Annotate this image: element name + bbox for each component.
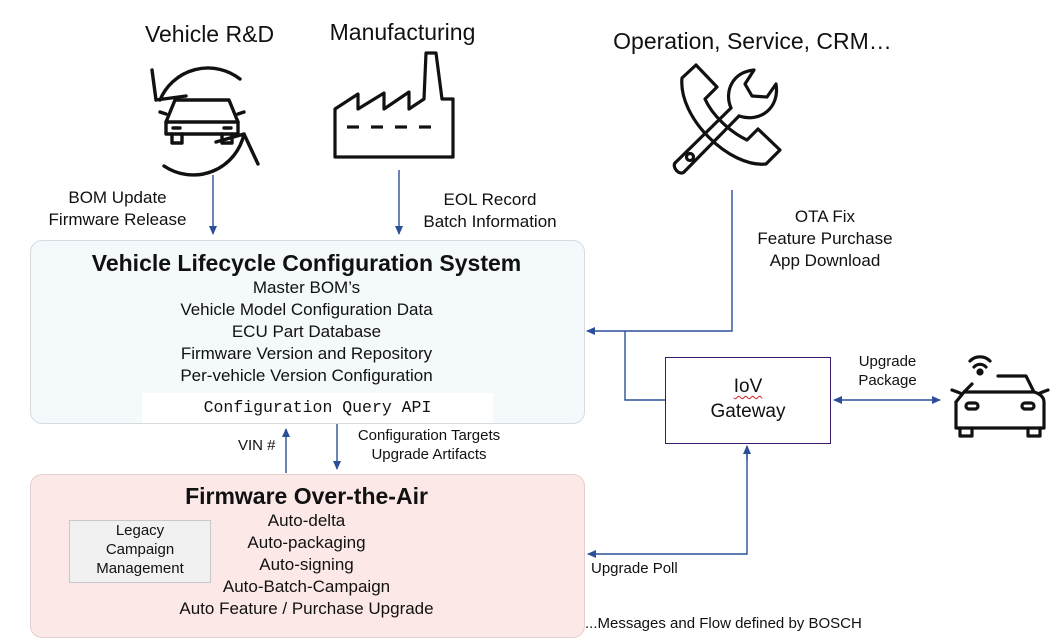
fota-item: Auto-signing: [259, 555, 354, 574]
fota-item: Auto Feature / Purchase Upgrade: [179, 599, 434, 618]
link-line: Upgrade: [858, 353, 917, 370]
vlcs-content: Vehicle Lifecycle Configuration System M…: [30, 250, 583, 387]
link-line: Upgrade Artifacts: [371, 446, 487, 463]
vlcs-item: ECU Part Database: [231, 322, 382, 341]
flow-line: App Download: [769, 251, 881, 270]
legacy-line: Campaign: [105, 541, 175, 558]
config-targets-label: Configuration Targets Upgrade Artifacts: [345, 426, 513, 464]
flow-line: EOL Record: [443, 190, 537, 209]
upgrade-poll-arrow: [587, 446, 748, 558]
link-line: Configuration Targets: [357, 427, 501, 444]
manufacturing-flow-label: EOL Record Batch Information: [410, 189, 570, 233]
connected-car-icon: [950, 355, 1050, 438]
legacy-campaign-box: Legacy Campaign Management: [69, 520, 211, 583]
configuration-query-api: Configuration Query API: [142, 393, 493, 423]
car-cycle-icon: [150, 66, 260, 177]
iov-gateway-box: IoV Gateway: [665, 357, 831, 444]
manufacturing-title: Manufacturing: [329, 19, 476, 45]
phone-wrench-icon: [672, 63, 782, 175]
fota-title: Firmware Over-the-Air: [185, 483, 428, 509]
rnd-title: Vehicle R&D: [144, 21, 275, 47]
operation-title: Operation, Service, CRM…: [613, 28, 892, 54]
legacy-line: Legacy: [115, 522, 165, 539]
upgrade-package-label: Upgrade Package: [840, 352, 935, 390]
fota-content: Firmware Over-the-Air Auto-delta Auto-pa…: [30, 483, 583, 620]
vin-label: VIN #: [238, 437, 276, 454]
factory-icon: [333, 51, 455, 159]
gateway-to-vlcs-link: [624, 331, 665, 401]
legacy-line: Management: [96, 560, 184, 577]
vlcs-item: Master BOM’s: [252, 278, 361, 297]
link-line: Package: [858, 372, 917, 389]
operation-flow-label: OTA Fix Feature Purchase App Download: [735, 206, 915, 272]
iov-line: Gateway: [710, 401, 786, 422]
flow-line: OTA Fix: [794, 207, 856, 226]
vlcs-item: Vehicle Model Configuration Data: [180, 300, 433, 319]
fota-item: Auto-Batch-Campaign: [222, 577, 391, 596]
vlcs-item: Firmware Version and Repository: [180, 344, 433, 363]
iov-line: IoV: [733, 376, 763, 397]
flow-line: Firmware Release: [48, 210, 187, 229]
vlcs-title: Vehicle Lifecycle Configuration System: [91, 250, 522, 276]
footer-note: ...Messages and Flow defined by BOSCH: [585, 615, 862, 632]
flow-line: Batch Information: [423, 212, 557, 231]
operation-to-vlcs-arrow: [586, 190, 733, 335]
fota-item: Auto-packaging: [247, 533, 366, 552]
rnd-flow-label: BOM Update Firmware Release: [40, 187, 195, 231]
fota-items: Auto-delta Auto-packaging Auto-signing A…: [30, 510, 583, 620]
vlcs-items: Master BOM’s Vehicle Model Configuration…: [30, 277, 583, 387]
flow-line: Feature Purchase: [757, 229, 893, 248]
fota-item: Auto-delta: [267, 511, 346, 530]
vlcs-item: Per-vehicle Version Configuration: [180, 366, 433, 385]
flow-line: BOM Update: [68, 188, 167, 207]
upgrade-poll-label: Upgrade Poll: [591, 560, 678, 577]
